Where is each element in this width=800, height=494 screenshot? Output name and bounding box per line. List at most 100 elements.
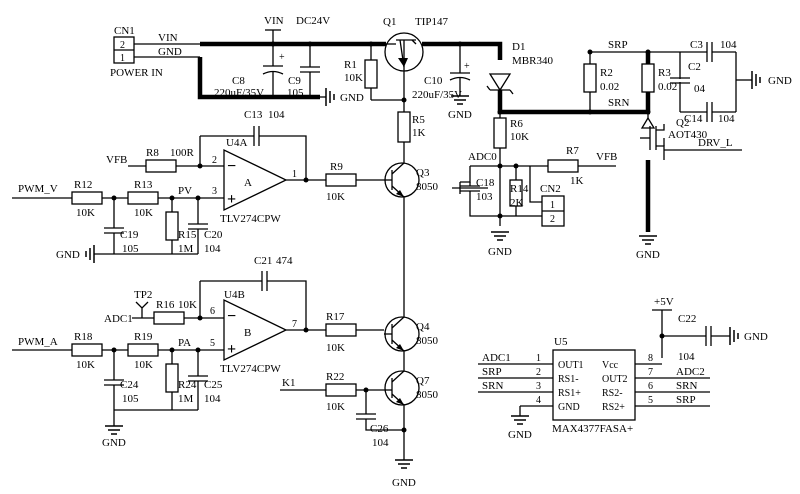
- r7-label: R7: [566, 145, 579, 157]
- c13-label: C13: [244, 109, 263, 121]
- k1-label: K1: [282, 377, 295, 389]
- vfb-label-r8: VFB: [106, 154, 127, 166]
- u5-right-pin-number: 8: [648, 353, 653, 364]
- gnd-label-adc0: GND: [488, 246, 512, 258]
- q1-transistor: [384, 32, 424, 72]
- power-in-label: POWER IN: [110, 67, 163, 79]
- c26-value: 104: [372, 437, 389, 449]
- pa-label: PA: [178, 337, 191, 349]
- u5-left-pin-name: RS1+: [558, 388, 581, 399]
- r24-label: R24: [178, 379, 197, 391]
- c19-capacitor: [104, 198, 124, 254]
- r3-label: R3: [658, 67, 671, 79]
- r5-value: 1K: [412, 127, 426, 139]
- q7-transistor: [384, 370, 420, 406]
- r1-value: 10K: [344, 72, 363, 84]
- cn2-pin2: 2: [550, 214, 555, 225]
- r16-value: 10K: [178, 299, 197, 311]
- r7-value: 1K: [570, 175, 584, 187]
- cn1-pin2: 2: [120, 40, 125, 51]
- gnd-label-u5: GND: [508, 429, 532, 441]
- c9-label: C9: [288, 75, 301, 87]
- r13-resistor: [127, 191, 159, 205]
- u5-left-net-label: ADC1: [482, 352, 511, 364]
- u4a-opamp: [223, 148, 288, 212]
- c24-value: 105: [122, 393, 139, 405]
- adc1-label-b: ADC1: [104, 313, 133, 325]
- c24-label: C24: [120, 379, 139, 391]
- r15-label: R15: [178, 229, 197, 241]
- u4a-pin1: 1: [292, 169, 297, 180]
- r22-resistor: [325, 383, 357, 397]
- r8-label: R8: [146, 147, 159, 159]
- c22-label: C22: [678, 313, 696, 325]
- r1-label: R1: [344, 59, 357, 71]
- c14-capacitor: [680, 102, 736, 122]
- q4-part: 8050: [416, 335, 439, 347]
- c13-value: 104: [268, 109, 285, 121]
- tp2-label: TP2: [134, 289, 152, 301]
- r18-value: 10K: [76, 359, 95, 371]
- r2-value: 0.02: [600, 81, 619, 93]
- c25-capacitor: [188, 350, 208, 410]
- pwm-v-label: PWM_V: [18, 183, 58, 195]
- adc0-label: ADC0: [468, 151, 497, 163]
- u4b-pin5: 5: [210, 338, 215, 349]
- q7-ref: Q7: [416, 375, 430, 387]
- c18-value: 103: [476, 191, 493, 203]
- vin-net-label: VIN: [158, 32, 178, 44]
- cn1-label: CN1: [114, 25, 135, 37]
- c14-label: C14: [684, 113, 703, 125]
- cn2-label: CN2: [540, 183, 561, 195]
- u5-right-net-label: SRP: [676, 394, 696, 406]
- c3-capacitor: [680, 42, 736, 62]
- current-sense-section: SRP R2 0.02 R3 0.02 SRN C3 104 C2 04 C14…: [583, 39, 792, 261]
- r14-label: R14: [510, 183, 529, 195]
- r15-value: 1M: [178, 243, 194, 255]
- r24-resistor: [165, 363, 179, 393]
- u4b-pin7: 7: [292, 319, 297, 330]
- r5-resistor: [397, 111, 411, 143]
- q3-transistor: [384, 162, 420, 198]
- u5-left-pin-name: OUT1: [558, 360, 584, 371]
- c14-value: 104: [718, 113, 735, 125]
- u5-ref: U5: [554, 336, 568, 348]
- r17-resistor: [325, 323, 357, 337]
- r22-label: R22: [326, 371, 344, 383]
- c3-value: 104: [720, 39, 737, 51]
- r7-resistor: [547, 159, 579, 173]
- c18-label: C18: [476, 177, 495, 189]
- r12-label: R12: [74, 179, 92, 191]
- u5-right-net-label: ADC2: [676, 366, 705, 378]
- vfb-label-r7: VFB: [596, 151, 617, 163]
- u4b-minus: −: [227, 308, 236, 325]
- c19-label: C19: [120, 229, 139, 241]
- q3-part: 8050: [416, 181, 439, 193]
- u4a-minus: −: [227, 158, 236, 175]
- c8-plus: +: [279, 52, 285, 63]
- r13-value: 10K: [134, 207, 153, 219]
- q1-section: Q1 TIP147 R1 10K + C10 220uF/35V GND D1 …: [344, 16, 650, 163]
- r22-value: 10K: [326, 401, 345, 413]
- r2-label: R2: [600, 67, 613, 79]
- pv-label: PV: [178, 185, 192, 197]
- u4b-block: B: [244, 327, 251, 339]
- c25-value: 104: [204, 393, 221, 405]
- r9-resistor: [325, 173, 357, 187]
- r19-resistor: [127, 343, 159, 357]
- c10-value: 220uF/35V: [412, 89, 462, 101]
- r16-label: R16: [156, 299, 175, 311]
- c20-label: C20: [204, 229, 223, 241]
- u5-chip: [552, 349, 636, 421]
- u5-right-pin-name: Vcc: [602, 360, 619, 371]
- q2-mosfet: [640, 112, 665, 160]
- r6-resistor: [493, 117, 507, 149]
- c13-capacitor: [200, 126, 307, 180]
- c8-label: C8: [232, 75, 245, 87]
- u4b-plus: +: [227, 341, 236, 358]
- gnd-label-c22: GND: [744, 331, 768, 343]
- u5-left-pin-name: RS1-: [558, 374, 579, 385]
- q2-part: AOT430: [668, 129, 708, 141]
- r6-value: 10K: [510, 131, 529, 143]
- c22-value: 104: [678, 351, 695, 363]
